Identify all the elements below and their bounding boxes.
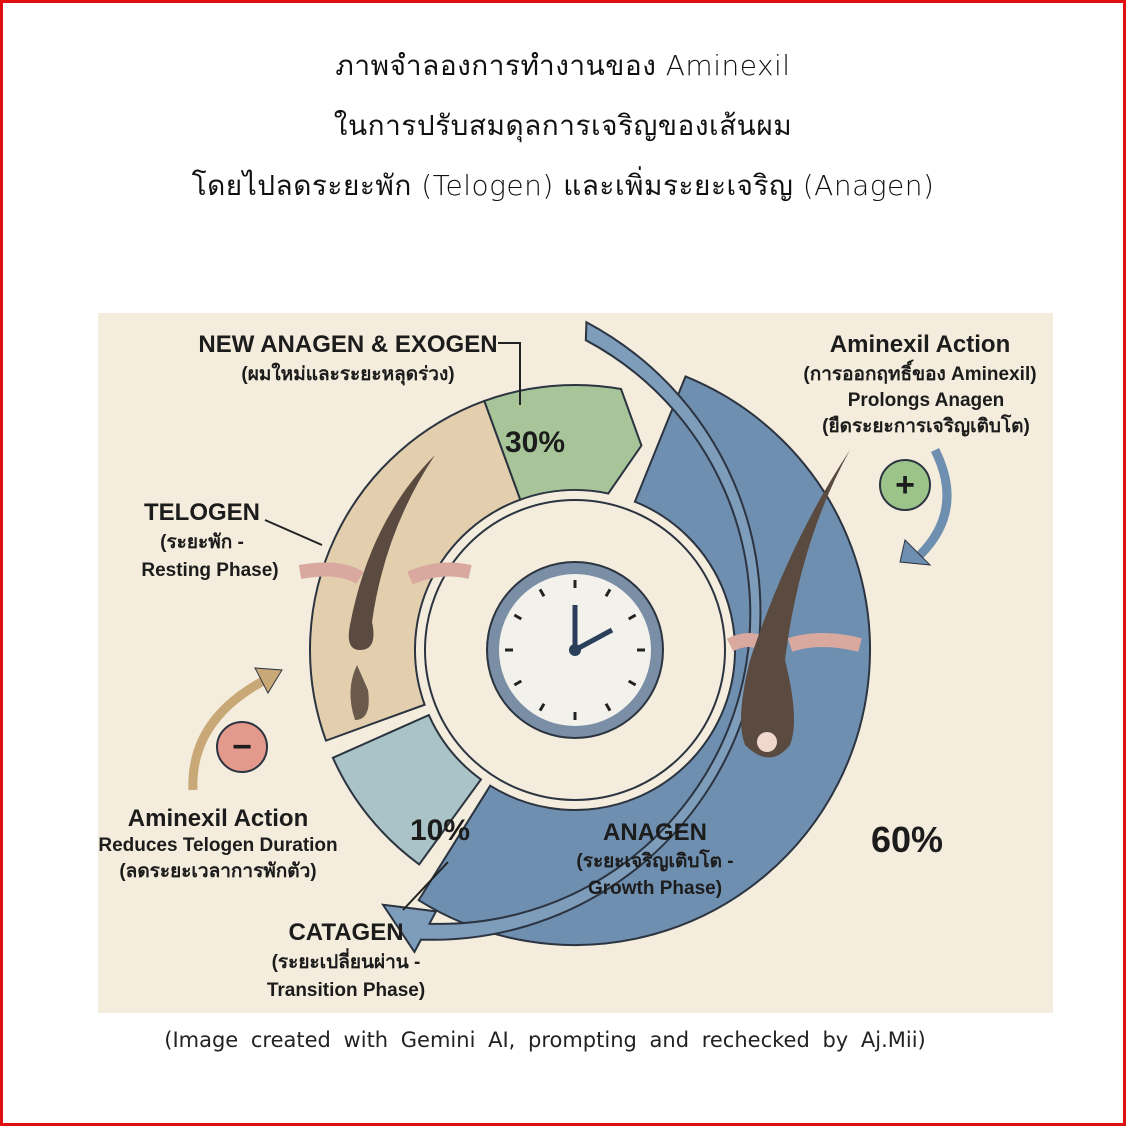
prolong-thai-2: (ยืดระยะการเจริญเติบโต) <box>822 414 1030 437</box>
svg-text:−: − <box>232 728 252 766</box>
clock-icon <box>486 561 664 739</box>
hair-cycle-diagram: + − NEW ANAGEN & EXOGEN (ผมใหม่และระยะหล… <box>98 320 1037 1001</box>
telogen-thai: (ระยะพัก - <box>160 532 244 553</box>
telogen-english: Resting Phase) <box>141 560 278 581</box>
telogen-title: TELOGEN <box>144 499 260 526</box>
clock-tick <box>538 588 546 598</box>
plus-icon: + <box>879 459 931 511</box>
prolong-english: Prolongs Anagen <box>848 390 1005 411</box>
minus-icon: − <box>216 721 268 773</box>
telogen-hair-icon <box>348 455 435 720</box>
anagen-title: ANAGEN <box>603 819 707 846</box>
skin-layer-telogen <box>298 562 472 585</box>
reduce-english: Reduces Telogen Duration <box>98 835 337 856</box>
cycle-arrow <box>380 320 762 954</box>
clock-tick <box>604 702 612 712</box>
anagen-thai: (ระยะเจริญเติบโต - <box>576 849 733 872</box>
clock-tick <box>513 679 523 687</box>
clock-tick <box>604 588 612 598</box>
skin-layer-anagen <box>726 633 862 652</box>
prolong-title: Aminexil Action <box>830 331 1010 358</box>
clock-tick <box>538 702 546 712</box>
title-line-3: โดยไปลดระยะพัก (Telogen) และเพิ่มระยะเจร… <box>191 169 935 202</box>
catagen-segment <box>331 713 483 866</box>
catagen-title: CATAGEN <box>288 919 403 946</box>
prolong-thai: (การออกฤทธิ์ของ Aminexil) <box>803 359 1036 385</box>
telogen-leader-line <box>264 519 323 546</box>
anagen-hair-icon <box>741 450 850 758</box>
exogen-thai: (ผมใหม่และระยะหลุดร่วง) <box>241 362 454 386</box>
exogen-percent: 30% <box>505 426 565 459</box>
prolong-arrow-icon <box>916 447 952 559</box>
anagen-percent: 60% <box>871 819 943 860</box>
reduce-thai: (ลดระยะเวลาการพักตัว) <box>119 861 316 882</box>
clock-tick <box>627 679 637 687</box>
exogen-leader-line <box>498 342 521 405</box>
catagen-percent: 10% <box>410 814 470 847</box>
anagen-segment <box>417 375 871 946</box>
reduce-arrowhead-icon <box>254 667 283 695</box>
clock-tick <box>627 613 637 621</box>
svg-text:+: + <box>895 466 915 504</box>
image-credit-caption: (Image created with Gemini AI, prompting… <box>164 1028 926 1052</box>
exogen-segment <box>483 384 643 501</box>
anagen-english: Growth Phase) <box>588 878 722 899</box>
exogen-title: NEW ANAGEN & EXOGEN <box>198 331 497 358</box>
catagen-english: Transition Phase) <box>267 980 425 1001</box>
catagen-thai: (ระยะเปลี่ยนผ่าน - <box>272 948 421 973</box>
clock-tick <box>513 613 523 621</box>
reduce-title: Aminexil Action <box>128 805 308 832</box>
title-line-2: ในการปรับสมดุลการเจริญของเส้นผม <box>333 109 793 142</box>
reduce-arrow-icon <box>188 676 268 791</box>
hair-cycle-infographic: + − NEW ANAGEN & EXOGEN (ผมใหม่และระยะหล… <box>98 313 1053 1013</box>
prolong-arrowhead-icon <box>899 539 932 566</box>
title-line-1: ภาพจำลองการทำงานของ Aminexil <box>335 49 791 82</box>
catagen-leader-line <box>402 861 449 911</box>
